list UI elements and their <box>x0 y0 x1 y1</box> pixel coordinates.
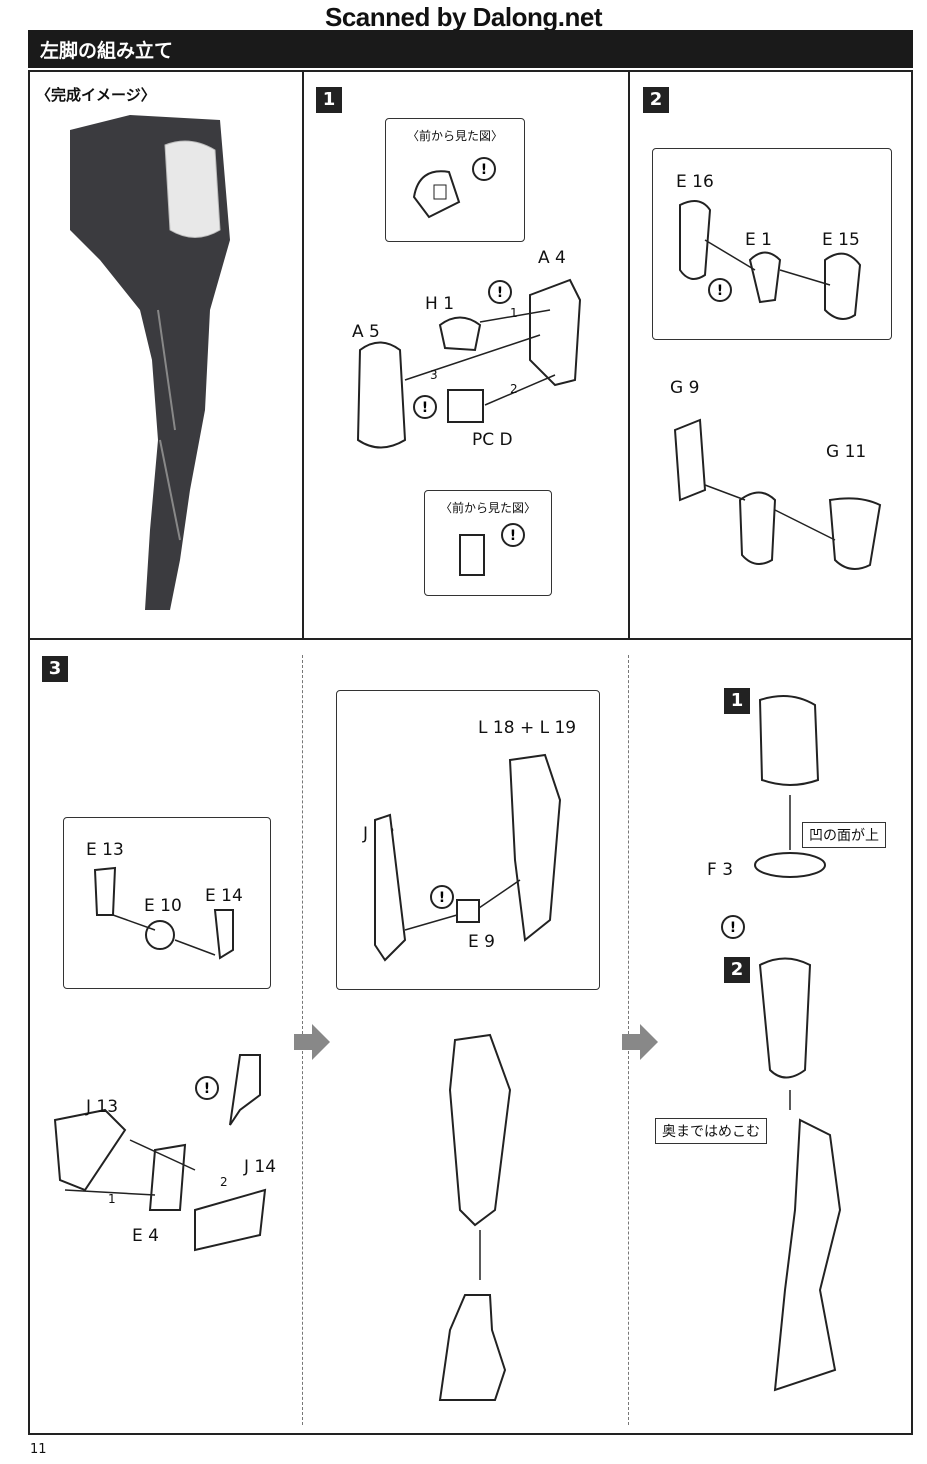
step3-shin-detail-diagram: ! <box>374 753 562 962</box>
step3-number: 3 <box>42 656 68 682</box>
svg-text:!: ! <box>510 528 516 544</box>
section-header: 左脚の組み立て <box>28 30 913 68</box>
part-e13-label: E 13 <box>86 840 124 860</box>
step2-detail-diagram: ! <box>679 200 862 320</box>
svg-text:!: ! <box>439 890 445 906</box>
order-2-step3: 2 <box>220 1175 228 1189</box>
part-e16-label: E 16 <box>676 172 714 192</box>
part-g11-label: G 11 <box>826 442 867 462</box>
order-1-step1: 1 <box>510 306 518 320</box>
part-a4-label: A 4 <box>538 248 566 268</box>
part-f3-label: F 3 <box>707 860 734 880</box>
page-number: 11 <box>30 1442 47 1457</box>
arrow-right-icon <box>294 1024 330 1060</box>
step2-assembly-diagram <box>673 418 882 570</box>
part-front-view-top: ! <box>412 157 496 219</box>
step2-number: 2 <box>643 87 669 113</box>
section-title: 左脚の組み立て <box>40 40 174 62</box>
order-2-step1: 2 <box>510 382 518 396</box>
part-pcd-label: PC D <box>472 430 513 450</box>
note-push-in: 奥まではめこむ <box>655 1118 767 1144</box>
step3-shin-assembly <box>438 1033 512 1401</box>
instruction-frame <box>28 70 913 1435</box>
completed-leg-image <box>70 115 230 610</box>
substep-2-number: 2 <box>724 957 750 983</box>
part-j14-label: J 14 <box>244 1157 277 1177</box>
step1-front-view-callout-top: 〈前から見た図〉 ! <box>385 118 525 242</box>
part-l18-l19-label: L 18 + L 19 <box>478 718 577 738</box>
substep-1-number: 1 <box>724 688 750 714</box>
step1-diagram: ! ! <box>356 278 582 449</box>
svg-text:!: ! <box>497 285 503 301</box>
step1-number: 1 <box>316 87 342 113</box>
svg-text:!: ! <box>717 283 723 299</box>
caution-icon <box>472 157 496 181</box>
part-e15-label: E 15 <box>822 230 860 250</box>
step1-front-view-callout-bottom: 〈前から見た図〉 ! <box>424 490 552 596</box>
svg-text:!: ! <box>481 162 487 178</box>
note-concave-up: 凹の面が上 <box>802 822 886 848</box>
part-g9-label: G 9 <box>670 378 700 398</box>
part-e10-label: E 10 <box>144 896 182 916</box>
step3-final-assembly: ! <box>721 695 842 1392</box>
step1-front-view-label-bottom: 〈前から見た図〉 <box>439 501 536 515</box>
part-j13-label: J 13 <box>86 1097 119 1117</box>
divider-v2 <box>628 70 630 640</box>
svg-text:!: ! <box>730 920 736 936</box>
part-e14-label: E 14 <box>205 886 243 906</box>
part-front-view-bottom: ! <box>459 523 525 576</box>
completed-image-title: 〈完成イメージ〉 <box>36 86 156 104</box>
divider-v1 <box>302 70 304 640</box>
divider-h <box>28 638 913 640</box>
svg-text:!: ! <box>422 400 428 416</box>
part-e9-label: E 9 <box>468 932 495 952</box>
order-1-step3: 1 <box>108 1192 116 1206</box>
arrow-right-icon-2 <box>622 1024 658 1060</box>
part-e4-label: E 4 <box>132 1226 159 1246</box>
part-e1-label: E 1 <box>745 230 772 250</box>
step3-thigh-diagram: ! <box>53 1054 267 1252</box>
part-a5-label: A 5 <box>352 322 380 342</box>
scan-watermark: Scanned by Dalong.net <box>325 2 603 32</box>
step1-front-view-label-top: 〈前から見た図〉 <box>406 129 503 143</box>
step3-detail-diagram <box>93 866 234 960</box>
order-3-step1: 3 <box>430 368 438 382</box>
part-h1-label: H 1 <box>425 294 455 314</box>
svg-text:!: ! <box>204 1081 210 1097</box>
